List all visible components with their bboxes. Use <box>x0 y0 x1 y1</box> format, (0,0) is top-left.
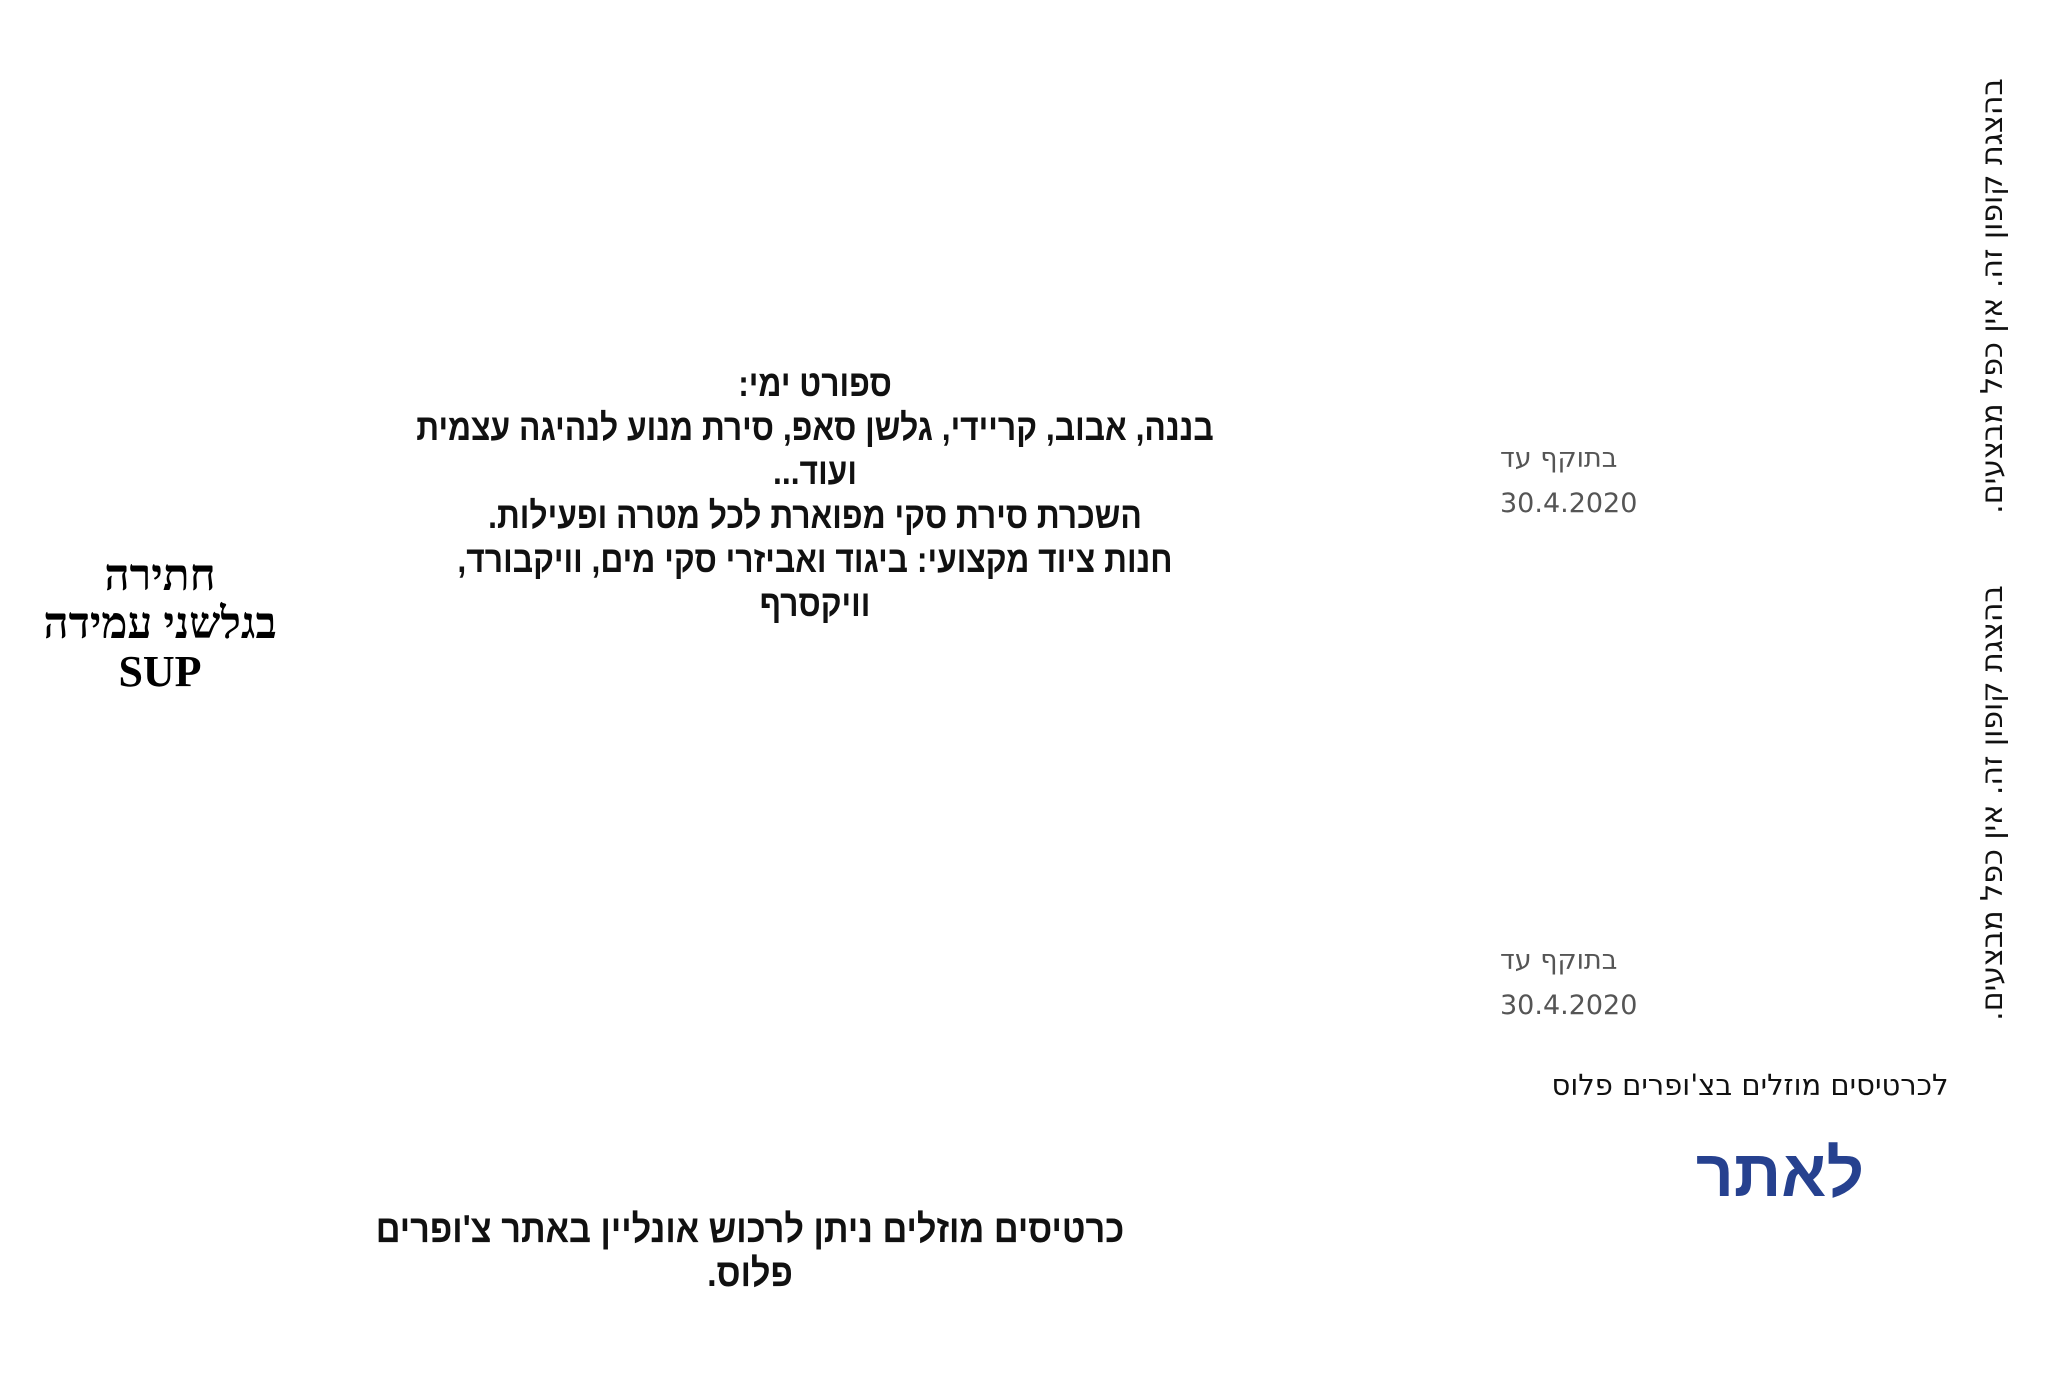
validity-label: בתוקף עד <box>1500 945 1618 976</box>
activity-line: בננה, אבוב, קריידי, גלשן סאפ, סירת מנוע … <box>416 407 1214 492</box>
title-line: SUP <box>118 647 202 696</box>
activity-description: ספורט ימי: בננה, אבוב, קריידי, גלשן סאפ,… <box>407 362 1224 626</box>
terms-vertical: בהצגת קופון זה. אין כפל מבצעים. <box>1975 585 2010 1021</box>
bottom-note: כרטיסים מוזלים ניתן לרכוש אונליין באתר צ… <box>375 1208 1125 1295</box>
site-link[interactable]: לאתר <box>1695 1136 1865 1210</box>
title-line: חתירה <box>104 551 216 600</box>
terms-vertical: בהצגת קופון זה. אין כפל מבצעים. <box>1975 78 2010 514</box>
validity-date: 30.4.2020 <box>1500 990 1638 1021</box>
activity-heading: ספורט ימי: <box>738 363 892 404</box>
activity-line: חנות ציוד מקצועי: ביגוד ואביזרי סקי מים,… <box>457 539 1173 624</box>
validity-date: 30.4.2020 <box>1500 488 1638 519</box>
validity-block: בתוקף עד 30.4.2020 <box>1500 938 1670 1028</box>
validity-label: בתוקף עד <box>1500 443 1618 474</box>
activity-line: השכרת סירת סקי מפוארת לכל מטרה ופעילות. <box>488 495 1142 536</box>
promo-text: לכרטיסים מוזלים בצ'ופרים פלוס <box>1551 1068 1949 1102</box>
title-line: בגלשני עמידה <box>43 599 277 648</box>
coupon-title: חתירה בגלשני עמידה SUP <box>20 552 300 696</box>
validity-block: בתוקף עד 30.4.2020 <box>1500 436 1670 526</box>
